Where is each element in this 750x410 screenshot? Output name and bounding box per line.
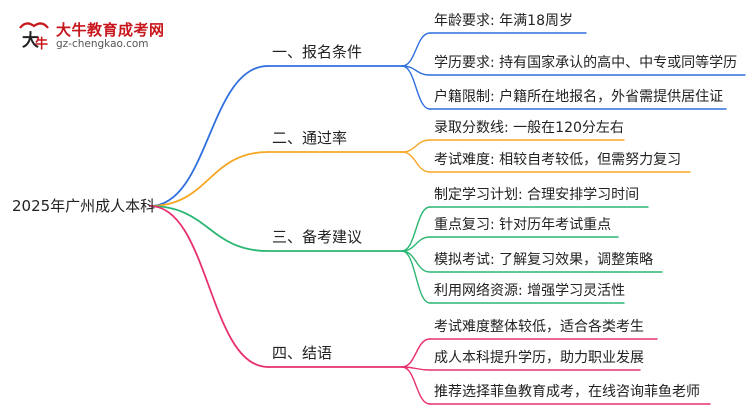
leaf-study-tips-2-label[interactable]: 重点复习: 针对历年考试重点: [434, 217, 612, 233]
root-to-conclusion-connector: [149, 205, 269, 368]
leaf-conclusion-2-label[interactable]: 成人本科提升学历，助力职业发展: [434, 350, 644, 366]
leaf-conclusion-3-label[interactable]: 推荐选择菲鱼教育成考，在线咨询菲鱼老师: [434, 384, 700, 400]
leaf-registration-2-label[interactable]: 学历要求: 持有国家承认的高中、中专或同等学历: [434, 55, 738, 71]
logo-url: gz-chengkao.com: [56, 38, 149, 50]
branch-study-tips-label[interactable]: 三、备考建议: [272, 228, 363, 246]
leaf-conclusion-1-label[interactable]: 考试难度整体较低，适合各类考生: [434, 319, 644, 335]
branch-registration-label[interactable]: 一、报名条件: [272, 43, 363, 61]
branch-pass-rate-label[interactable]: 二、通过率: [272, 129, 348, 147]
svg-text:大: 大: [22, 30, 39, 50]
root-to-study-tips-connector: [149, 205, 269, 252]
leaf-study-tips-4-label[interactable]: 利用网络资源: 增强学习灵活性: [434, 283, 626, 299]
root-to-registration-connector: [149, 65, 269, 207]
leaf-pass-rate-1-label[interactable]: 录取分数线: 一般在120分左右: [434, 120, 624, 136]
logo-title: 大牛教育成考网: [56, 21, 165, 39]
branch-study-tips-leaf-4-connector: [401, 250, 431, 304]
branch-conclusion-label[interactable]: 四、结语: [272, 344, 333, 362]
branch-registration-leaf-3-connector: [401, 65, 431, 110]
leaf-study-tips-3-label[interactable]: 模拟考试: 了解复习效果，调整策略: [434, 252, 654, 268]
root-node-label[interactable]: 2025年广州成人本科: [12, 197, 156, 215]
branch-pass-rate-leaf-2-connector: [401, 151, 431, 173]
bull-logo-icon: 大 牛: [19, 22, 49, 50]
svg-text:牛: 牛: [35, 36, 48, 50]
branch-registration-leaf-1-connector: [401, 32, 431, 67]
leaf-registration-3-label[interactable]: 户籍限制: 户籍所在地报名，外省需提供居住证: [434, 89, 724, 105]
branch-study-tips-leaf-3-connector: [401, 250, 431, 273]
leaf-registration-1-label[interactable]: 年龄要求: 年满18周岁: [434, 13, 573, 29]
leaf-study-tips-1-label[interactable]: 制定学习计划: 合理安排学习时间: [434, 187, 640, 203]
branch-conclusion-leaf-1-connector: [401, 338, 431, 368]
branch-pass-rate-leaf-1-connector: [401, 139, 431, 153]
branch-study-tips-leaf-1-connector: [401, 206, 431, 252]
root-to-pass-rate-connector: [149, 151, 269, 207]
site-logo[interactable]: 大 牛 大牛教育成考网 gz-chengkao.com: [16, 18, 186, 50]
leaf-pass-rate-2-label[interactable]: 考试难度: 相较自考较低，但需努力复习: [434, 152, 682, 168]
branch-study-tips-leaf-2-connector: [401, 236, 431, 252]
branch-conclusion-leaf-3-connector: [401, 366, 431, 405]
